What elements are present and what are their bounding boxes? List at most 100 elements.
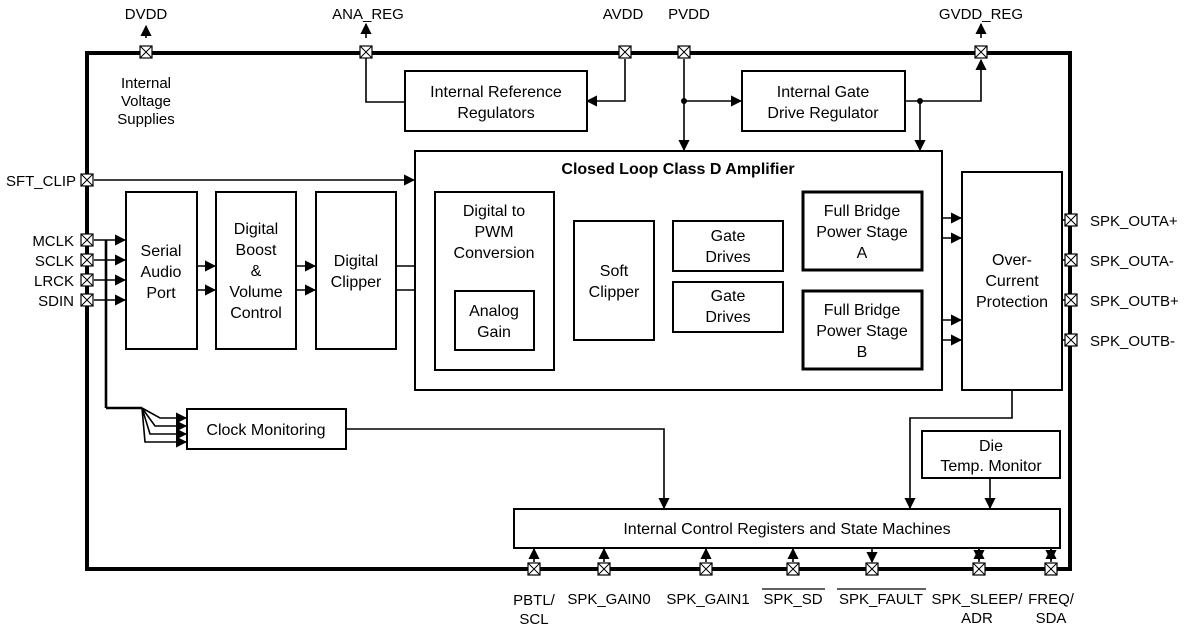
svg-text:Clipper: Clipper <box>331 274 382 291</box>
pin-label-ana-reg: ANA_REG <box>332 6 404 23</box>
svg-text:Full Bridge: Full Bridge <box>824 203 901 220</box>
pin-box-ana-reg <box>359 45 373 59</box>
pin-label-spk-outb-plus: SPK_OUTB+ <box>1090 293 1179 310</box>
svg-text:Over-: Over- <box>992 252 1032 269</box>
pin-label-mclk: MCLK <box>32 233 74 250</box>
svg-text:Volume: Volume <box>229 284 282 301</box>
svg-text:Control: Control <box>230 305 282 322</box>
internal-supplies-note: Internal <box>121 75 171 92</box>
svg-text:Closed Loop Class D Amplifier: Closed Loop Class D Amplifier <box>561 161 794 178</box>
internal-supplies-note: Supplies <box>117 111 175 128</box>
svg-text:Audio: Audio <box>141 264 182 281</box>
pin-boxes <box>80 45 1078 576</box>
pin-label-sclk: SCLK <box>35 253 74 270</box>
pin-label-adr: ADR <box>961 610 993 627</box>
pin-box-spk-outa-plus <box>1064 213 1078 227</box>
svg-text:Boost: Boost <box>236 242 277 259</box>
die-temp-monitor-block: Die Temp. Monitor <box>921 430 1061 479</box>
svg-text:Digital: Digital <box>234 221 278 238</box>
pin-label-sda: SDA <box>1036 610 1067 627</box>
power-stage-b-block: Full Bridge Power Stage B <box>801 289 924 371</box>
svg-text:Digital to: Digital to <box>463 203 525 220</box>
pin-box-spk-outb-minus <box>1064 333 1078 347</box>
pin-box-sft-clip <box>80 173 94 187</box>
pin-box-spk-fault <box>865 562 879 576</box>
pin-box-spk-gain1 <box>699 562 713 576</box>
pin-box-pvdd <box>677 45 691 59</box>
power-stage-a-block: Full Bridge Power Stage A <box>801 190 924 272</box>
svg-text:Gate: Gate <box>711 228 746 245</box>
svg-text:A: A <box>857 245 868 262</box>
pin-box-spk-outb-plus <box>1064 293 1078 307</box>
pin-box-pbtl <box>527 562 541 576</box>
pin-label-spk-fault: SPK_FAULT <box>839 591 923 608</box>
pin-label-scl: SCL <box>519 611 548 628</box>
svg-text:Gate: Gate <box>711 288 746 305</box>
svg-text:Regulators: Regulators <box>457 105 534 122</box>
pin-box-spk-sd <box>786 562 800 576</box>
pin-box-dvdd <box>139 45 153 59</box>
pin-label-dvdd: DVDD <box>125 6 168 23</box>
svg-text:Conversion: Conversion <box>454 245 535 262</box>
svg-text:Drives: Drives <box>705 249 750 266</box>
svg-text:Port: Port <box>146 285 176 302</box>
svg-text:Analog: Analog <box>469 303 519 320</box>
clock-monitoring-block: Clock Monitoring <box>186 408 347 450</box>
pin-label-avdd: AVDD <box>603 6 644 23</box>
svg-text:Power Stage: Power Stage <box>816 224 908 241</box>
pin-box-gvdd-reg <box>974 45 988 59</box>
svg-text:Full Bridge: Full Bridge <box>824 302 901 319</box>
pin-label-gvdd-reg: GVDD_REG <box>939 6 1023 23</box>
chip-outline <box>85 51 1072 571</box>
pin-label-spk-sleep: SPK_SLEEP/ <box>932 591 1024 608</box>
pin-label-sft-clip: SFT_CLIP <box>6 173 76 190</box>
pin-label-spk-outa-minus: SPK_OUTA- <box>1090 253 1174 270</box>
svg-text:PWM: PWM <box>474 224 513 241</box>
svg-text:Drives: Drives <box>705 309 750 326</box>
soft-clipper-block: Soft Clipper <box>573 220 655 341</box>
svg-text:Clipper: Clipper <box>589 284 640 301</box>
svg-text:Soft: Soft <box>600 263 629 280</box>
internal-supplies-note: Voltage <box>121 93 171 110</box>
svg-text:Power Stage: Power Stage <box>816 323 908 340</box>
pin-box-spk-gain0 <box>597 562 611 576</box>
pin-box-spk-sleep <box>972 562 986 576</box>
analog-gain-block: Analog Gain <box>454 290 535 351</box>
svg-text:Die: Die <box>979 438 1003 455</box>
svg-text:Clock Monitoring: Clock Monitoring <box>206 422 325 439</box>
svg-text:Current: Current <box>985 273 1039 290</box>
svg-text:Internal Reference: Internal Reference <box>430 84 562 101</box>
gate-drives-a-block: Gate Drives <box>672 220 784 272</box>
svg-text:Drive Regulator: Drive Regulator <box>767 105 879 122</box>
digital-boost-block: Digital Boost & Volume Control <box>215 191 297 350</box>
control-registers-block: Internal Control Registers and State Mac… <box>513 508 1061 549</box>
pin-box-sclk <box>80 253 94 267</box>
pin-label-spk-gain1: SPK_GAIN1 <box>666 591 749 608</box>
pin-box-freq <box>1044 562 1058 576</box>
svg-text:&: & <box>251 263 262 280</box>
svg-text:Temp. Monitor: Temp. Monitor <box>940 458 1042 475</box>
svg-text:Internal Gate: Internal Gate <box>777 84 870 101</box>
svg-text:Internal Control Registers and: Internal Control Registers and State Mac… <box>623 521 950 538</box>
pin-label-pbtl: PBTL/ <box>513 592 556 609</box>
pin-box-avdd <box>618 45 632 59</box>
digital-clipper-block: Digital Clipper <box>315 191 397 350</box>
pin-label-sdin: SDIN <box>38 293 74 310</box>
pin-label-lrck: LRCK <box>34 273 74 290</box>
gate-drive-regulator-block: Internal Gate Drive Regulator <box>741 70 906 132</box>
pin-label-spk-sd: SPK_SD <box>763 591 822 608</box>
serial-audio-port-block: Serial Audio Port <box>125 191 198 350</box>
ref-regulators-block: Internal Reference Regulators <box>404 70 588 132</box>
junction-dot <box>681 98 687 104</box>
pin-label-spk-outb-minus: SPK_OUTB- <box>1090 333 1175 350</box>
pin-box-mclk <box>80 233 94 247</box>
junction-dot <box>917 98 923 104</box>
svg-text:Digital: Digital <box>334 253 378 270</box>
svg-text:Protection: Protection <box>976 294 1048 311</box>
svg-text:B: B <box>857 344 868 361</box>
pin-label-spk-outa-plus: SPK_OUTA+ <box>1090 213 1178 230</box>
pin-box-spk-outa-minus <box>1064 253 1078 267</box>
pin-labels: DVDD ANA_REG AVDD PVDD GVDD_REG SFT_CLIP… <box>6 6 1179 628</box>
pin-label-spk-gain0: SPK_GAIN0 <box>567 591 650 608</box>
